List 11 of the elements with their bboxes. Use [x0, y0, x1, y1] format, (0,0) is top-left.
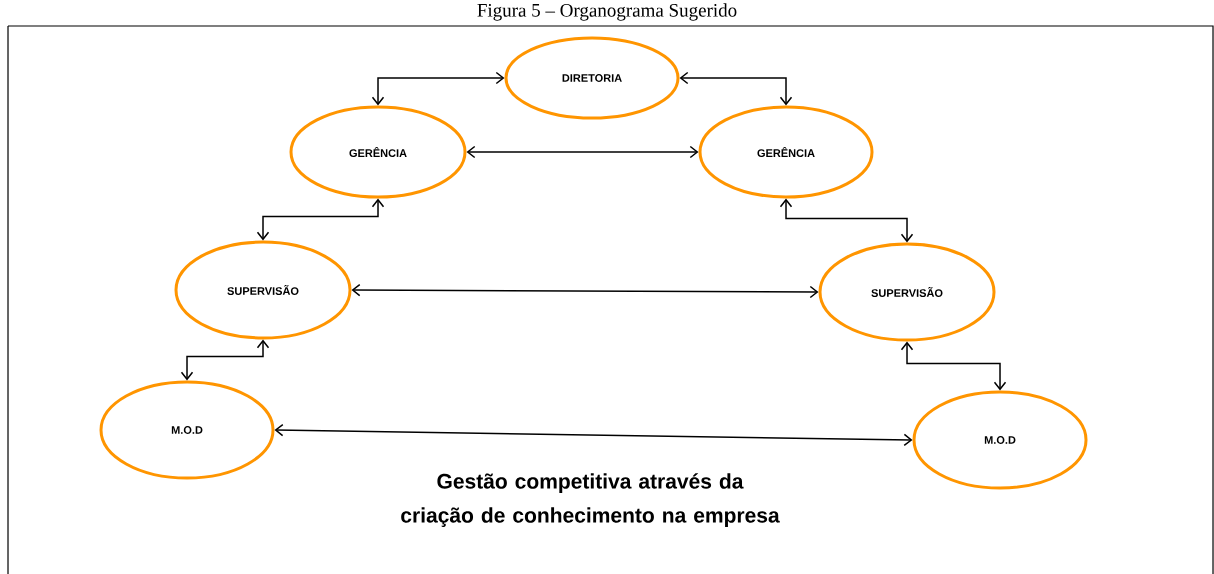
diagram-caption: Gestão competitiva através da criação de conhecimento na empresa	[401, 473, 780, 527]
double-arrow	[679, 71, 793, 106]
double-arrow	[371, 71, 505, 106]
double-arrow	[466, 145, 699, 159]
double-arrow	[274, 423, 913, 447]
double-arrow	[900, 341, 1007, 391]
double-arrow	[180, 339, 270, 381]
double-arrow	[351, 283, 819, 299]
figure-title: Figura 5 – Organograma Sugerido	[477, 3, 737, 21]
double-arrow	[779, 198, 914, 243]
double-arrow	[256, 198, 385, 241]
